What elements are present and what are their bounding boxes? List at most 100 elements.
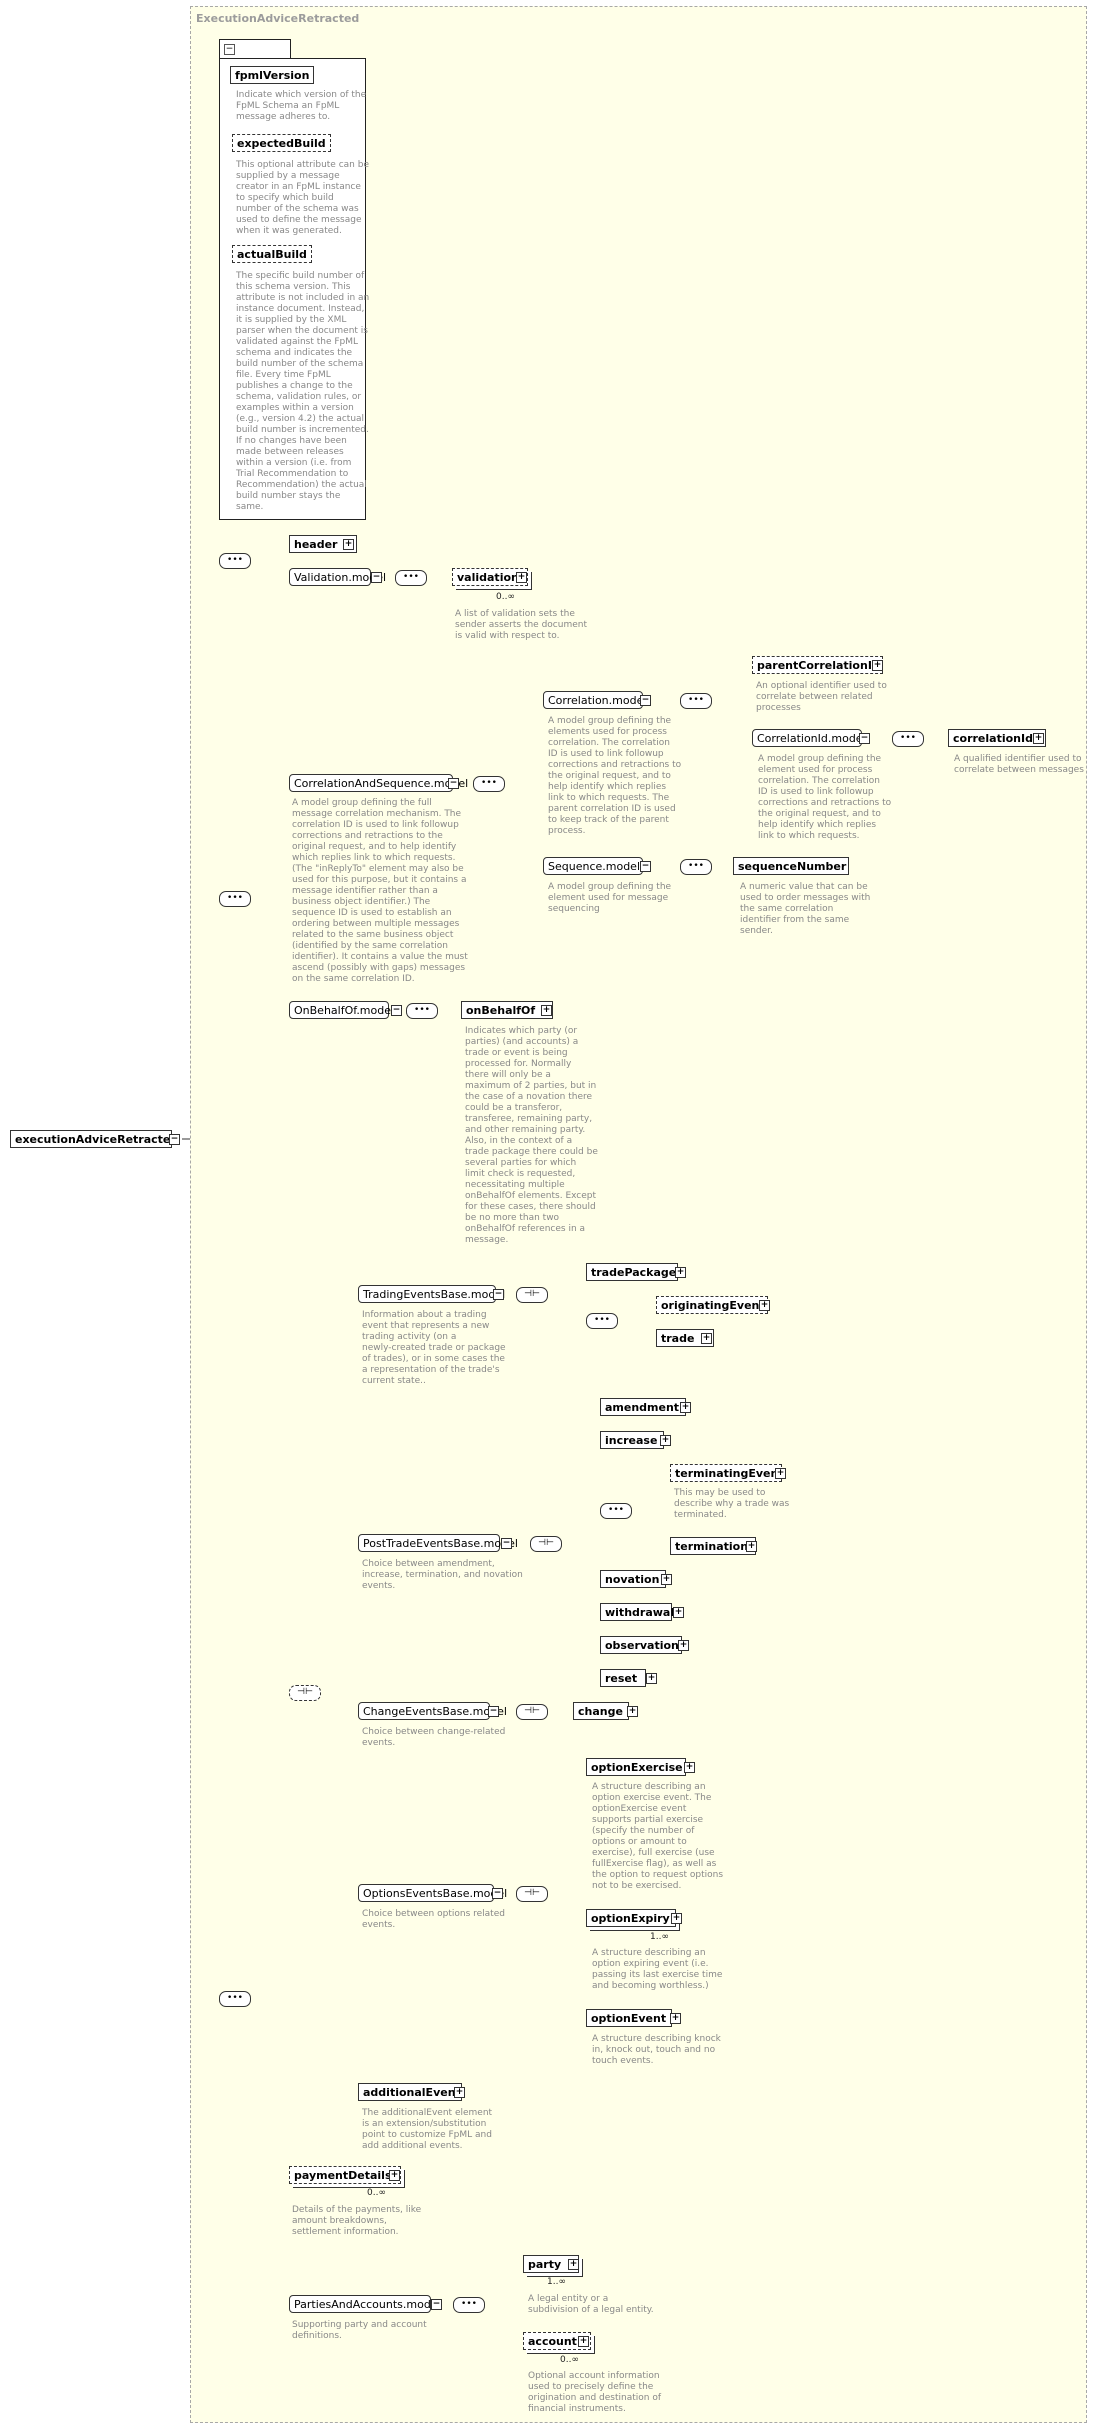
payment-details-element[interactable]: paymentDetails [289,2166,401,2184]
minus-box-icon[interactable]: − [640,861,651,872]
additional-event-note: The additionalEvent element is an extens… [362,2108,493,2151]
sequence-number-element[interactable]: sequenceNumber [733,857,849,875]
plus-box-icon[interactable]: + [675,1267,686,1278]
options-events-base-model-group[interactable]: OptionsEventsBase.model [358,1884,507,1902]
reset-element[interactable]: reset [600,1669,646,1687]
option-exercise-element[interactable]: optionExercise [586,1758,686,1776]
party-note: A legal entity or a subdivision of a leg… [528,2294,654,2315]
minus-box-icon[interactable]: − [448,778,459,789]
minus-box-icon[interactable]: − [431,2299,442,2310]
header-element[interactable]: header [289,535,357,553]
minus-box-icon[interactable]: − [391,1005,402,1016]
minus-box-icon[interactable]: − [169,1134,180,1145]
on-behalf-of-element[interactable]: onBehalfOf [461,1001,553,1019]
plus-box-icon[interactable]: + [671,1913,682,1924]
plus-box-icon[interactable]: + [516,572,527,583]
change-element[interactable]: change [573,1702,629,1720]
plus-box-icon[interactable]: + [673,1607,684,1618]
option-event-element[interactable]: optionEvent [586,2009,672,2027]
minus-box-icon[interactable]: − [488,1706,499,1717]
choice-compositor-icon: ⊣⊢ [516,1704,548,1720]
plus-box-icon[interactable]: + [1033,733,1044,744]
minus-box-icon[interactable]: − [493,1289,504,1300]
attributes-tab[interactable]: −attributes [219,39,291,73]
sequence-compositor-icon: ••• [219,553,251,569]
minus-box-icon[interactable]: − [640,695,651,706]
plus-box-icon[interactable]: + [670,2013,681,2024]
options-events-note: Choice between options related events. [362,1909,505,1930]
termination-element[interactable]: termination [670,1537,756,1555]
option-expiry-element[interactable]: optionExpiry [586,1909,676,1927]
payment-details-note: Details of the payments, like amount bre… [292,2205,422,2237]
parent-correlation-id-element[interactable]: parentCorrelationId [752,656,883,674]
option-event-note: A structure describing knock in, knock o… [592,2034,721,2066]
correlation-id-element[interactable]: correlationId [948,729,1046,747]
minus-box-icon[interactable]: − [371,572,382,583]
observation-element[interactable]: observation [600,1636,682,1654]
option-exercise-note: A structure describing an option exercis… [592,1782,724,1891]
attribute-fpmlversion[interactable]: fpmlVersion [230,66,315,84]
correlation-id-model-group[interactable]: CorrelationId.model [752,729,866,747]
trade-package-element[interactable]: tradePackage [586,1263,678,1281]
plus-box-icon[interactable]: + [660,1435,671,1446]
withdrawal-element[interactable]: withdrawal [600,1603,674,1621]
correlation-and-sequence-model-group[interactable]: CorrelationAndSequence.model [289,774,468,792]
post-trade-events-base-model-group[interactable]: PostTradeEventsBase.model [358,1534,518,1552]
sequence-compositor-icon: ••• [680,693,712,709]
correlation-model-note: A model group defining the elements used… [548,716,682,836]
party-element[interactable]: party [523,2255,579,2273]
validation-element[interactable]: validation [452,568,528,586]
plus-box-icon[interactable]: + [746,1541,757,1552]
plus-box-icon[interactable]: + [454,2087,465,2098]
amendment-element[interactable]: amendment [600,1398,686,1416]
terminating-event-element[interactable]: terminatingEvent [670,1464,784,1482]
frame-title: ExecutionAdviceRetracted [196,12,360,25]
parties-and-accounts-model-group[interactable]: PartiesAndAccounts.model [289,2295,441,2313]
attribute-expectedbuild[interactable]: expectedBuild [232,134,331,152]
plus-box-icon[interactable]: + [541,1005,552,1016]
additional-event-element[interactable]: additionalEvent [358,2083,462,2101]
parent-correlation-id-note: An optional identifier used to correlate… [756,681,887,713]
choice-compositor-icon: ⊣⊢ [516,1287,548,1303]
increase-element[interactable]: increase [600,1431,664,1449]
plus-box-icon[interactable]: + [389,2170,400,2181]
post-trade-events-note: Choice between amendment, increase, term… [362,1559,523,1591]
attribute-actualbuild[interactable]: actualBuild [232,245,312,263]
correlation-and-sequence-note: A model group defining the full message … [292,798,468,984]
on-behalf-of-note: Indicates which party (or parties) (and … [465,1026,598,1245]
change-events-base-model-group[interactable]: ChangeEventsBase.model [358,1702,507,1720]
validation-model-group[interactable]: Validation.model [289,568,386,586]
sequence-number-note: A numeric value that can be used to orde… [740,882,871,936]
plus-box-icon[interactable]: + [646,1673,657,1684]
plus-box-icon[interactable]: + [775,1468,786,1479]
correlation-model-group[interactable]: Correlation.model [543,691,646,709]
attribute-actualbuild-note: The specific build number of this schema… [236,271,370,512]
account-element[interactable]: account [523,2332,591,2350]
plus-box-icon[interactable]: + [343,539,354,550]
minus-box-icon[interactable]: − [859,733,870,744]
plus-box-icon[interactable]: + [872,660,883,671]
originating-event-element[interactable]: originatingEvent [656,1296,768,1314]
plus-box-icon[interactable]: + [627,1706,638,1717]
root-element[interactable]: executionAdviceRetracted [10,1130,178,1148]
parties-and-accounts-note: Supporting party and account definitions… [292,2320,427,2341]
plus-box-icon[interactable]: + [680,1402,691,1413]
on-behalf-of-model-group[interactable]: OnBehalfOf.model [289,1001,394,1019]
minus-box-icon[interactable]: − [224,43,235,55]
sequence-model-group[interactable]: Sequence.model [543,857,643,875]
plus-box-icon[interactable]: + [678,1640,689,1651]
minus-box-icon[interactable]: − [501,1538,512,1549]
trade-element[interactable]: trade [656,1329,714,1347]
minus-box-icon[interactable]: − [492,1888,503,1899]
sequence-model-note: A model group defining the element used … [548,882,672,914]
novation-element[interactable]: novation [600,1570,666,1588]
plus-box-icon[interactable]: + [578,2336,589,2347]
trading-events-base-model-group[interactable]: TradingEventsBase.model [358,1285,505,1303]
plus-box-icon[interactable]: + [701,1333,712,1344]
plus-box-icon[interactable]: + [759,1300,770,1311]
plus-box-icon[interactable]: + [684,1762,695,1773]
sequence-compositor-icon: ••• [600,1503,632,1519]
sequence-compositor-icon: ••• [586,1313,618,1329]
plus-box-icon[interactable]: + [568,2259,579,2270]
plus-box-icon[interactable]: + [661,1574,672,1585]
